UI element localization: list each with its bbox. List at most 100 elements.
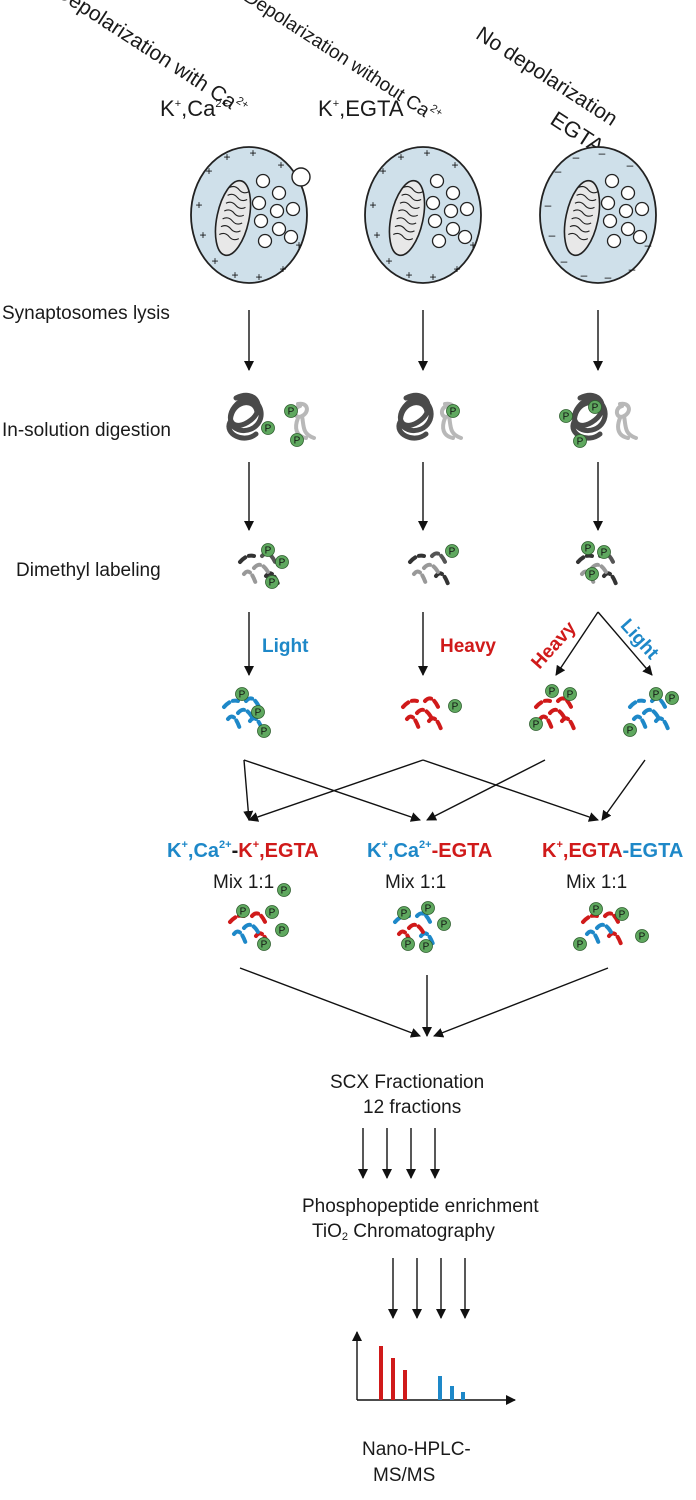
phospho-circle xyxy=(665,691,679,705)
phospho-group: P xyxy=(581,541,595,555)
synaptic-vesicle xyxy=(283,229,299,245)
arrow-mix1-from-light xyxy=(243,759,254,821)
phospho-group: P xyxy=(421,901,435,915)
charge-mark: + xyxy=(423,146,430,160)
protein-light xyxy=(615,401,638,440)
phospho-group: P xyxy=(235,687,249,701)
arrow-to-scx-3 xyxy=(433,967,609,1038)
synaptic-vesicle xyxy=(606,233,622,249)
synaptic-vesicle xyxy=(459,201,475,217)
peptide-fragment xyxy=(226,714,242,731)
header-condition-2-k: K xyxy=(318,96,333,121)
peptide-fragment xyxy=(603,911,621,926)
peptide-fragment xyxy=(423,696,441,711)
synaptic-vesicle xyxy=(604,173,620,189)
phospho-circle xyxy=(290,433,304,447)
spectrum-peak-2 xyxy=(391,1358,395,1400)
charge-mark: – xyxy=(573,150,580,164)
phospho-label: P xyxy=(269,578,276,589)
enrich-line2: TiO2 Chromatography xyxy=(312,1222,495,1243)
ms-line2: MS/MS xyxy=(373,1465,436,1486)
phospho-circle xyxy=(235,687,249,701)
synaptic-vesicle xyxy=(427,213,443,229)
spectrum-peak-1 xyxy=(379,1346,383,1400)
phospho-circle xyxy=(529,717,543,731)
mix-2-ratio: Mix 1:1 xyxy=(385,872,447,893)
phospho-label: P xyxy=(279,558,286,569)
mitochondrion xyxy=(563,179,601,257)
phospho-circle xyxy=(559,409,573,423)
phospho-label: P xyxy=(240,907,247,918)
peptide-fragment xyxy=(419,931,435,946)
phospho-group: P xyxy=(257,937,271,951)
charge-mark: + xyxy=(223,150,230,164)
phospho-label: P xyxy=(589,570,596,581)
spectrum-peak-5 xyxy=(450,1386,454,1400)
mitochondrion xyxy=(388,179,426,257)
ms-line1: Nano-HPLC- xyxy=(362,1439,471,1460)
header-condition-1-rest-sup: 2+ xyxy=(215,98,228,110)
peptide-fragment xyxy=(401,698,419,709)
phospho-group: P xyxy=(559,409,573,423)
step-labeling: Dimethyl labeling xyxy=(16,560,161,581)
phospho-circle xyxy=(623,723,637,737)
phospho-label: P xyxy=(281,886,288,897)
protein-dark xyxy=(226,393,264,441)
phospho-label: P xyxy=(265,546,272,557)
phospho-label: P xyxy=(452,702,459,713)
synaptosome-3: ––––––––––– xyxy=(539,146,657,284)
synaptic-vesicle xyxy=(457,229,473,245)
phospho-group: P xyxy=(588,400,602,414)
peptide-fragment xyxy=(602,571,618,586)
peptides-heavy-2 xyxy=(401,696,443,731)
mitochondrion xyxy=(214,179,252,257)
peptide-fragment xyxy=(607,931,623,946)
synaptic-vesicle xyxy=(602,213,618,229)
phospho-group: P xyxy=(251,705,265,719)
phospho-label: P xyxy=(279,926,286,937)
phospho-label: P xyxy=(669,694,676,705)
phospho-group: P xyxy=(275,923,289,937)
charge-mark: + xyxy=(205,164,212,178)
peptide-fragment xyxy=(642,707,660,719)
phospho-label: P xyxy=(601,548,608,559)
phospho-group: P xyxy=(573,434,587,448)
header-condition-1-k-sup: + xyxy=(174,98,182,110)
phospho-circle xyxy=(275,555,289,569)
phospho-circle xyxy=(421,901,435,915)
phospho-label: P xyxy=(294,436,301,447)
header-condition-2-rest: ,EGTA xyxy=(339,96,404,121)
charge-mark: + xyxy=(373,228,380,242)
mix-2-egta: -EGTA xyxy=(431,840,493,862)
charge-mark: + xyxy=(469,238,476,252)
phospho-label: P xyxy=(653,690,660,701)
label-heavy-2: Heavy xyxy=(440,636,496,657)
arrow-mix3-from-light3 xyxy=(601,759,646,821)
phospho-circle xyxy=(597,545,611,559)
protein-light xyxy=(293,401,316,440)
phospho-circle xyxy=(251,705,265,719)
phospho-label: P xyxy=(425,904,432,915)
enrich-tio: TiO xyxy=(312,1221,342,1242)
peptide-fragment xyxy=(422,562,440,574)
phospho-label: P xyxy=(239,690,246,701)
charge-mark: + xyxy=(277,158,284,172)
phospho-label: P xyxy=(533,720,540,731)
synaptic-vesicle xyxy=(445,221,461,237)
spectrum-peak-3 xyxy=(403,1370,407,1400)
phospho-circle xyxy=(445,544,459,558)
phospho-circle xyxy=(615,907,629,921)
synaptic-vesicle xyxy=(251,195,267,211)
enrich-line1: Phosphopeptide enrichment xyxy=(302,1196,539,1217)
synaptic-vesicle xyxy=(271,185,287,201)
charge-mark: – xyxy=(645,238,652,252)
mitochondrion-cristae xyxy=(568,185,599,241)
phospho-label: P xyxy=(423,942,430,953)
peptide-fragment xyxy=(534,698,552,709)
synaptic-vesicle xyxy=(257,233,273,249)
scx-line2: 12 fractions xyxy=(363,1097,462,1118)
mix-1-label: K+,Ca2+-K+,EGTA xyxy=(167,840,319,862)
charge-mark: + xyxy=(451,158,458,172)
charge-mark: + xyxy=(369,198,376,212)
